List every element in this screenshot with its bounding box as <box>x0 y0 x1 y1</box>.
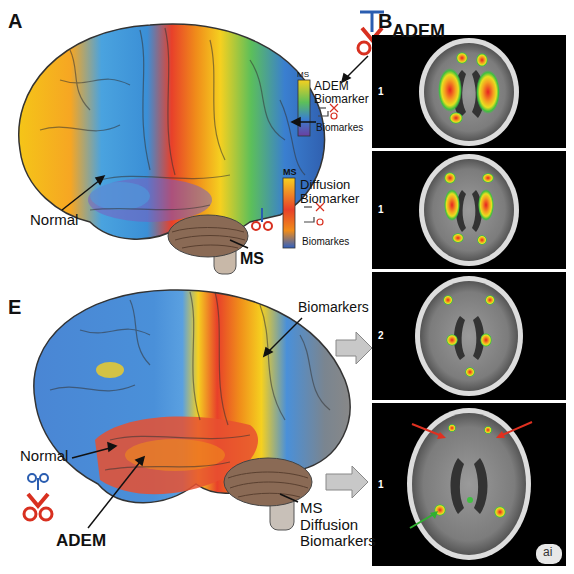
mri-slices <box>372 35 566 566</box>
slice-number: 1 <box>378 204 384 215</box>
scale-label: MS <box>283 168 297 178</box>
region-label: Normal <box>20 448 68 465</box>
legend-text: Diffusion Biomarker <box>300 177 359 206</box>
slice-number: 1 <box>378 86 384 97</box>
disease-label: ADEM <box>392 22 445 42</box>
panel-letter: A <box>8 10 22 32</box>
watermark: ai <box>543 546 552 559</box>
legend-text: ADEM Biomarker <box>314 79 369 106</box>
disease-label: MS <box>240 250 264 268</box>
mri-panel: 1 <box>372 35 566 148</box>
legend-text: Biomarkes <box>316 122 363 133</box>
legend-entry: Biomarkes <box>316 122 376 133</box>
region-label: Normal <box>30 212 78 229</box>
legend-text: Biomarkes <box>302 236 349 247</box>
biomarker-label: Biomarkers <box>298 300 369 315</box>
slice-number: 1 <box>378 479 384 490</box>
mri-panel: 1 <box>372 151 566 269</box>
legend-entry: Biomarkes <box>302 236 362 247</box>
mri-panel: 2 <box>372 272 566 400</box>
panel-letter: E <box>8 296 21 318</box>
biomarker-label: MS Diffusion Biomarkers <box>300 500 374 550</box>
legend-entry: Diffusion Biomarker <box>300 178 376 207</box>
mri-panel: 1 <box>372 403 566 566</box>
panel-letter: B <box>378 10 392 32</box>
slice-number: 2 <box>378 330 384 341</box>
scale-label: MS <box>297 71 309 80</box>
disease-label: ADEM <box>56 532 106 551</box>
legend-entry: ADEM Biomarker <box>314 80 384 106</box>
